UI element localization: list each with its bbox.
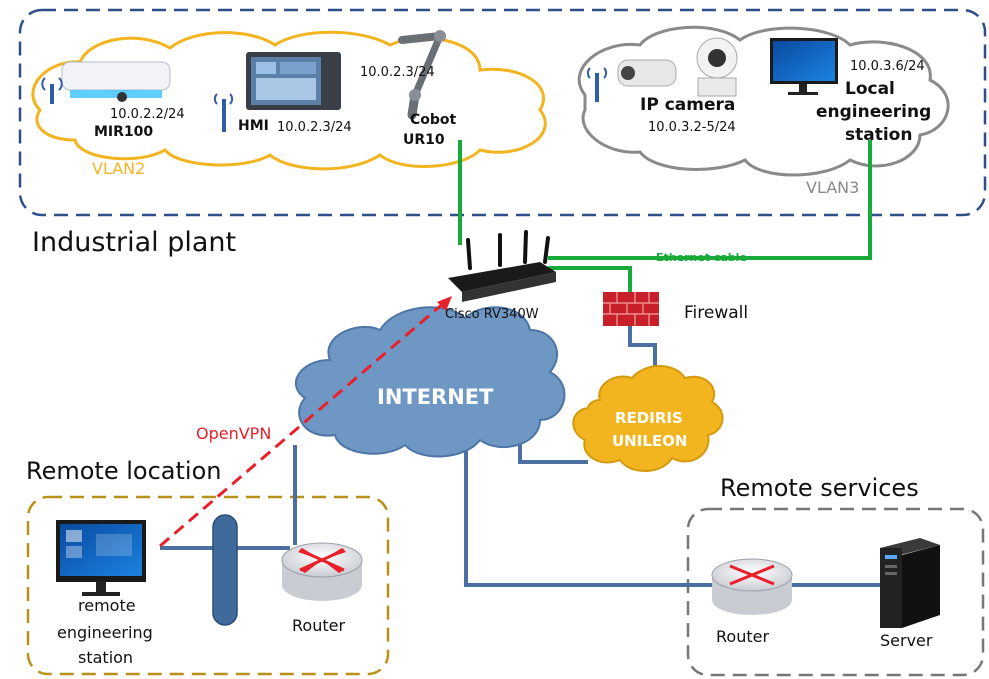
wifi-icon: [213, 93, 234, 132]
rediris-label: REDIRIS: [615, 409, 683, 427]
remote-location-box: [26, 495, 390, 676]
openvpn-label: OpenVPN: [196, 424, 271, 443]
local-station-ip: 10.0.3.6/24: [850, 59, 925, 74]
wifi-icon: [41, 77, 63, 104]
remote-services-box: [686, 507, 985, 677]
remote-services-title: Remote services: [720, 474, 919, 502]
ip-camera-ip: 10.0.3.2-5/24: [648, 120, 736, 135]
vlan2-label: VLAN2: [92, 159, 145, 178]
industrial-plant-box: [18, 8, 987, 217]
mir100-name: MIR100: [94, 124, 153, 140]
cobot-model: UR10: [403, 132, 445, 148]
remote-location-router-icon: [281, 542, 363, 601]
hmi-panel-icon: [246, 52, 341, 110]
ip-camera-icon: [617, 37, 738, 97]
ip-camera-name: IP camera: [640, 95, 735, 115]
openvpn-tunnel: [159, 296, 452, 548]
wifi-icon: [586, 67, 608, 102]
internet-cloud: [294, 306, 566, 458]
remote-location-router-label: Router: [292, 616, 345, 635]
remote-station-line1: remote: [78, 596, 136, 615]
cisco-router-icon: [448, 230, 556, 302]
local-station-monitor-icon: [770, 38, 838, 95]
ethernet-links: [458, 140, 872, 292]
ethernet-cable-label: Ethernet cable: [656, 251, 747, 264]
firewall-label: Firewall: [684, 303, 748, 323]
server-icon: [880, 538, 940, 628]
cobot-arm-icon: [398, 30, 446, 120]
server-label: Server: [880, 631, 933, 650]
switch-icon: [212, 514, 238, 626]
unileon-label: UNILEON: [612, 432, 687, 450]
hmi-name: HMI: [238, 118, 269, 134]
remote-services-router-icon: [711, 558, 793, 615]
cisco-router-label: Cisco RV340W: [445, 307, 539, 322]
hmi-ip: 10.0.2.3/24: [277, 120, 352, 135]
remote-station-line3: station: [78, 648, 133, 667]
remote-station-line2: engineering: [57, 623, 153, 642]
local-station-line2: engineering: [816, 102, 931, 122]
remote-location-title: Remote location: [26, 457, 221, 485]
mir100-ip: 10.0.2.2/24: [110, 107, 185, 122]
rediris-cloud: [572, 365, 724, 472]
mir100-robot-icon: [61, 61, 171, 102]
firewall-icon: [603, 292, 659, 326]
local-station-line1: Local: [845, 79, 895, 99]
vlan3-label: VLAN3: [806, 178, 859, 197]
remote-monitor-icon: [56, 520, 146, 596]
local-station-line3: station: [845, 125, 912, 145]
internet-label: INTERNET: [377, 385, 494, 409]
cobot-ip: 10.0.2.3/24: [360, 65, 435, 80]
industrial-plant-title: Industrial plant: [32, 227, 236, 258]
remote-services-router-label: Router: [716, 627, 769, 646]
cobot-name: Cobot: [410, 112, 457, 128]
